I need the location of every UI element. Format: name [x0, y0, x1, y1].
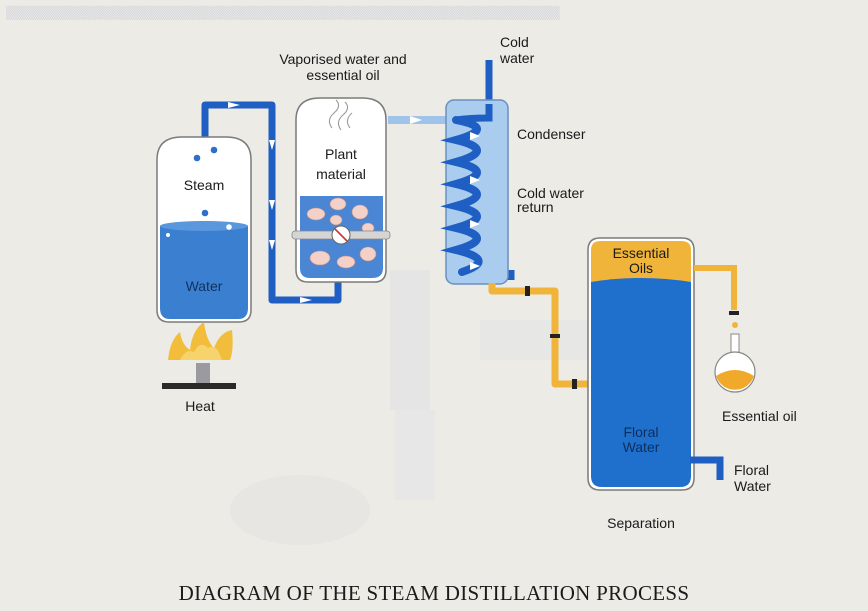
vaporised-label-line2: essential oil: [306, 67, 380, 83]
floral-outlet-pipe: [690, 456, 724, 480]
floral-water-inside-label: Floral Water: [588, 425, 694, 455]
plant-line2: material: [316, 166, 366, 182]
essential-oils-label: Essential Oils: [588, 246, 694, 276]
essential-oils-line1: Essential: [612, 245, 670, 261]
floral-inside-line1: Floral: [623, 424, 659, 440]
flask-icon: [714, 322, 756, 393]
diagram-title: DIAGRAM OF THE STEAM DISTILLATION PROCES…: [178, 581, 690, 605]
cold-water-pipe: [485, 60, 515, 280]
steam-label: Steam: [183, 177, 225, 193]
boiler: [156, 136, 252, 323]
separation-label: Separation: [607, 515, 675, 531]
flow-arrows: [228, 102, 422, 303]
water-label: Water: [185, 278, 223, 294]
pipe-joints: [525, 286, 577, 389]
plant-vessel: [291, 97, 391, 283]
floral-water-label: Floral Water: [734, 462, 771, 494]
vaporised-label: Vaporised water and essential oil: [258, 51, 428, 83]
cold-water-line2: water: [500, 50, 535, 66]
cold-return-line2: return: [517, 199, 554, 215]
floral-inside-line2: Water: [622, 439, 660, 455]
condensate-pipe: [488, 283, 590, 388]
essential-oil-label: Essential oil: [722, 408, 797, 424]
cold-return-line1: Cold water: [517, 185, 584, 201]
plant-line1: Plant: [325, 146, 357, 162]
condenser-label: Condenser: [517, 126, 586, 142]
cold-water-line1: Cold: [500, 34, 529, 50]
background-text: ▒▒▒▒▒▒▒▒▒▒▒▒▒▒▒▒▒▒▒▒▒▒▒▒▒▒▒▒▒▒▒▒▒▒▒▒▒▒▒▒…: [6, 6, 560, 20]
vaporised-label-line1: Vaporised water and: [279, 51, 407, 67]
floral-out-line2: Water: [734, 478, 771, 494]
cold-water-return-label: Cold water return: [517, 186, 584, 214]
heat-label: Heat: [185, 398, 215, 414]
cold-water-label: Cold water: [500, 34, 534, 66]
floral-out-line1: Floral: [734, 462, 770, 478]
separator: [587, 237, 695, 491]
oil-outlet-pipe: [694, 265, 737, 310]
burner: [162, 322, 236, 389]
condenser: [440, 99, 509, 285]
essential-oils-line2: Oils: [628, 260, 654, 276]
plant-material-label: Plant material: [296, 144, 386, 184]
